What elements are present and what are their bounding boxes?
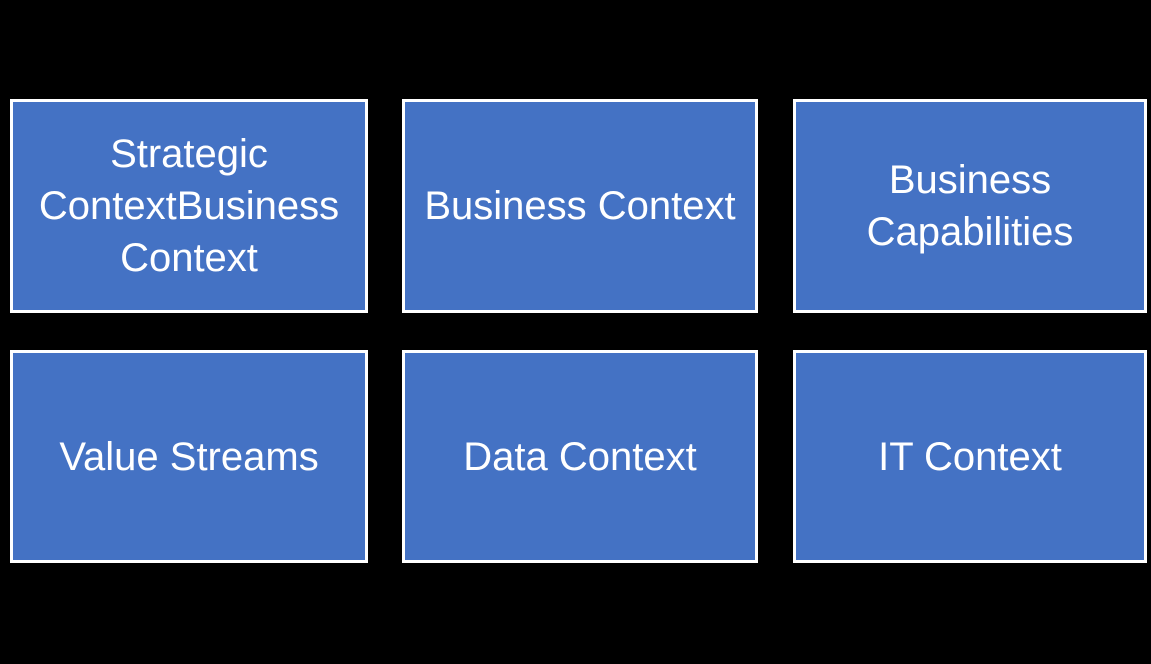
box-label-business-context: Business Context	[424, 184, 736, 228]
box-label-data-context: Data Context	[463, 434, 697, 479]
box-label-business-capabilities: Business Capabilities	[866, 158, 1074, 254]
box-label-strategic-context-business-context: Strategic ContextBusiness Context	[38, 132, 340, 280]
box-value-streams: Value Streams	[10, 350, 368, 563]
box-label-value-streams: Value Streams	[59, 434, 319, 479]
box-it-context: IT Context	[793, 350, 1147, 563]
box-data-context: Data Context	[402, 350, 758, 563]
box-label-it-context: IT Context	[878, 434, 1062, 479]
box-business-capabilities: Business Capabilities	[793, 99, 1147, 313]
box-business-context: Business Context	[402, 99, 758, 313]
box-strategic-context-business-context: Strategic ContextBusiness Context	[10, 99, 368, 313]
